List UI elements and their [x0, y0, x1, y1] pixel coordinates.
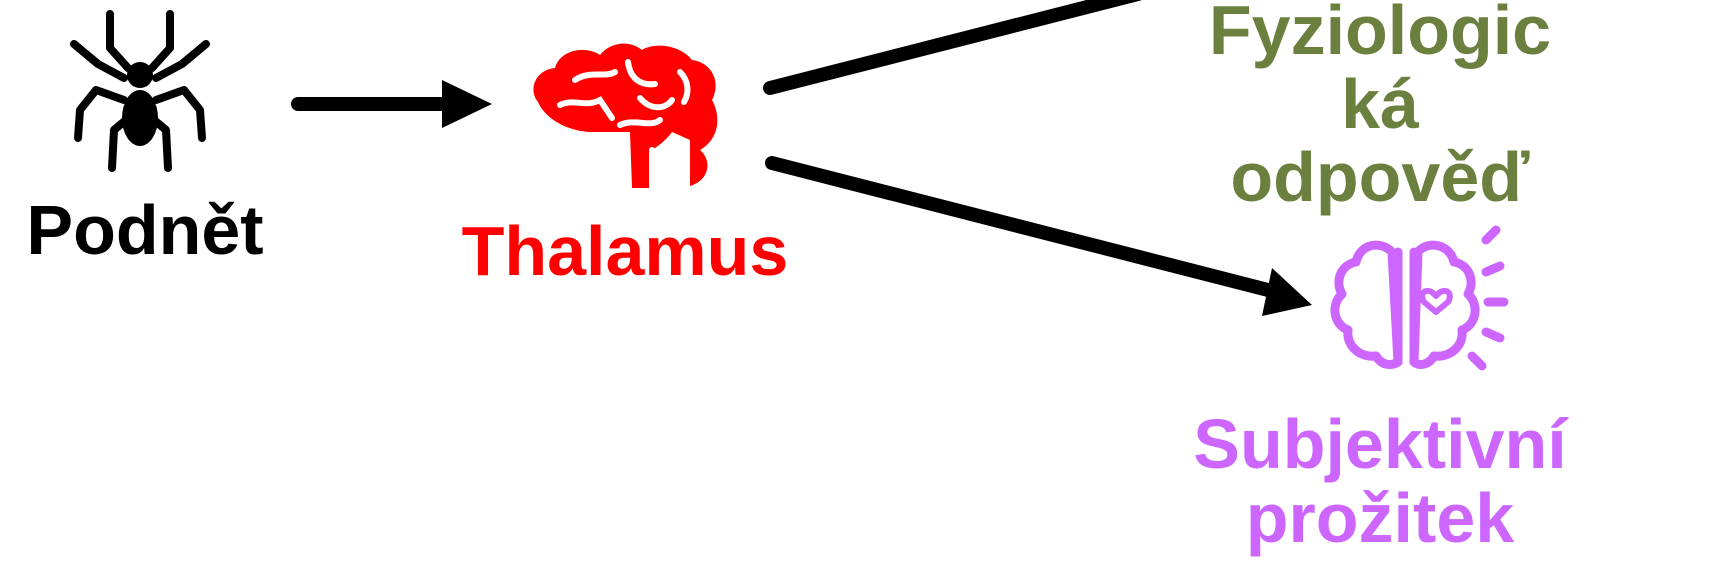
stimulus-label: Podnět	[26, 191, 264, 269]
physiological-response-label: Fyziologic ká odpověď	[1170, 0, 1590, 215]
physiological-label-line-2: ká	[1341, 64, 1419, 143]
brain-icon	[533, 43, 718, 191]
thalamus-label: Thalamus	[461, 212, 789, 290]
subjective-experience-label: Subjektivní prožitek	[1160, 405, 1600, 557]
physiological-label-line-1: Fyziologic	[1208, 0, 1552, 69]
arrow-stimulus-to-thalamus	[291, 80, 492, 128]
brain-heart-icon	[1330, 225, 1509, 371]
spider-icon	[70, 10, 210, 172]
arrow-thalamus-to-physiological	[763, 0, 1142, 95]
arrow-thalamus-to-subjective	[765, 156, 1312, 316]
subjective-label-line-1: Subjektivní	[1193, 405, 1567, 483]
physiological-label-line-3: odpověď	[1230, 138, 1530, 216]
subjective-label-line-2: prožitek	[1245, 478, 1515, 557]
